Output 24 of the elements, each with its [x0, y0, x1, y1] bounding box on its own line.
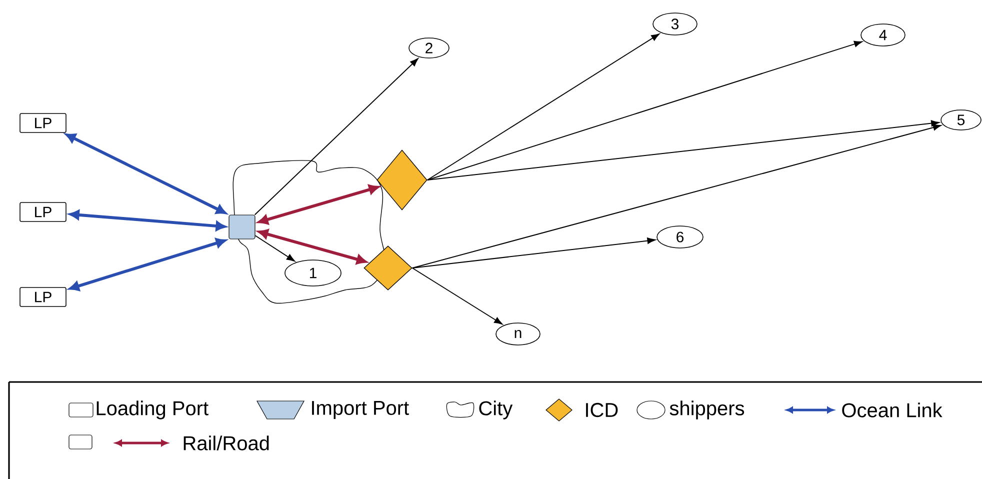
- legend-label: Rail/Road: [184, 436, 269, 450]
- legend-label: Import Port: [312, 401, 409, 419]
- loading-port-box: LP: [20, 113, 66, 133]
- arrow: [412, 238, 656, 268]
- loading-port-box: LP: [20, 287, 66, 307]
- icd-diamond: [364, 246, 412, 290]
- legend-label: Loading Port: [96, 400, 208, 420]
- legend-label: Ocean Link: [842, 402, 942, 418]
- arrow: [254, 58, 418, 216]
- arrow: [426, 40, 862, 180]
- legend-label: shippers: [670, 400, 744, 420]
- arrow: [426, 120, 940, 180]
- arrow: [412, 268, 502, 324]
- arrow: [426, 34, 660, 180]
- arrow: [70, 210, 226, 231]
- loading-port-box: LP: [20, 202, 66, 222]
- arrow: [412, 124, 942, 268]
- icd-diamond: [376, 150, 428, 210]
- arrow: [258, 184, 379, 224]
- legend-label: ICD: [586, 402, 618, 418]
- import-port-box: [228, 214, 256, 240]
- legend-label: City: [479, 400, 513, 420]
- arrow: [69, 238, 226, 291]
- arrow: [66, 134, 226, 214]
